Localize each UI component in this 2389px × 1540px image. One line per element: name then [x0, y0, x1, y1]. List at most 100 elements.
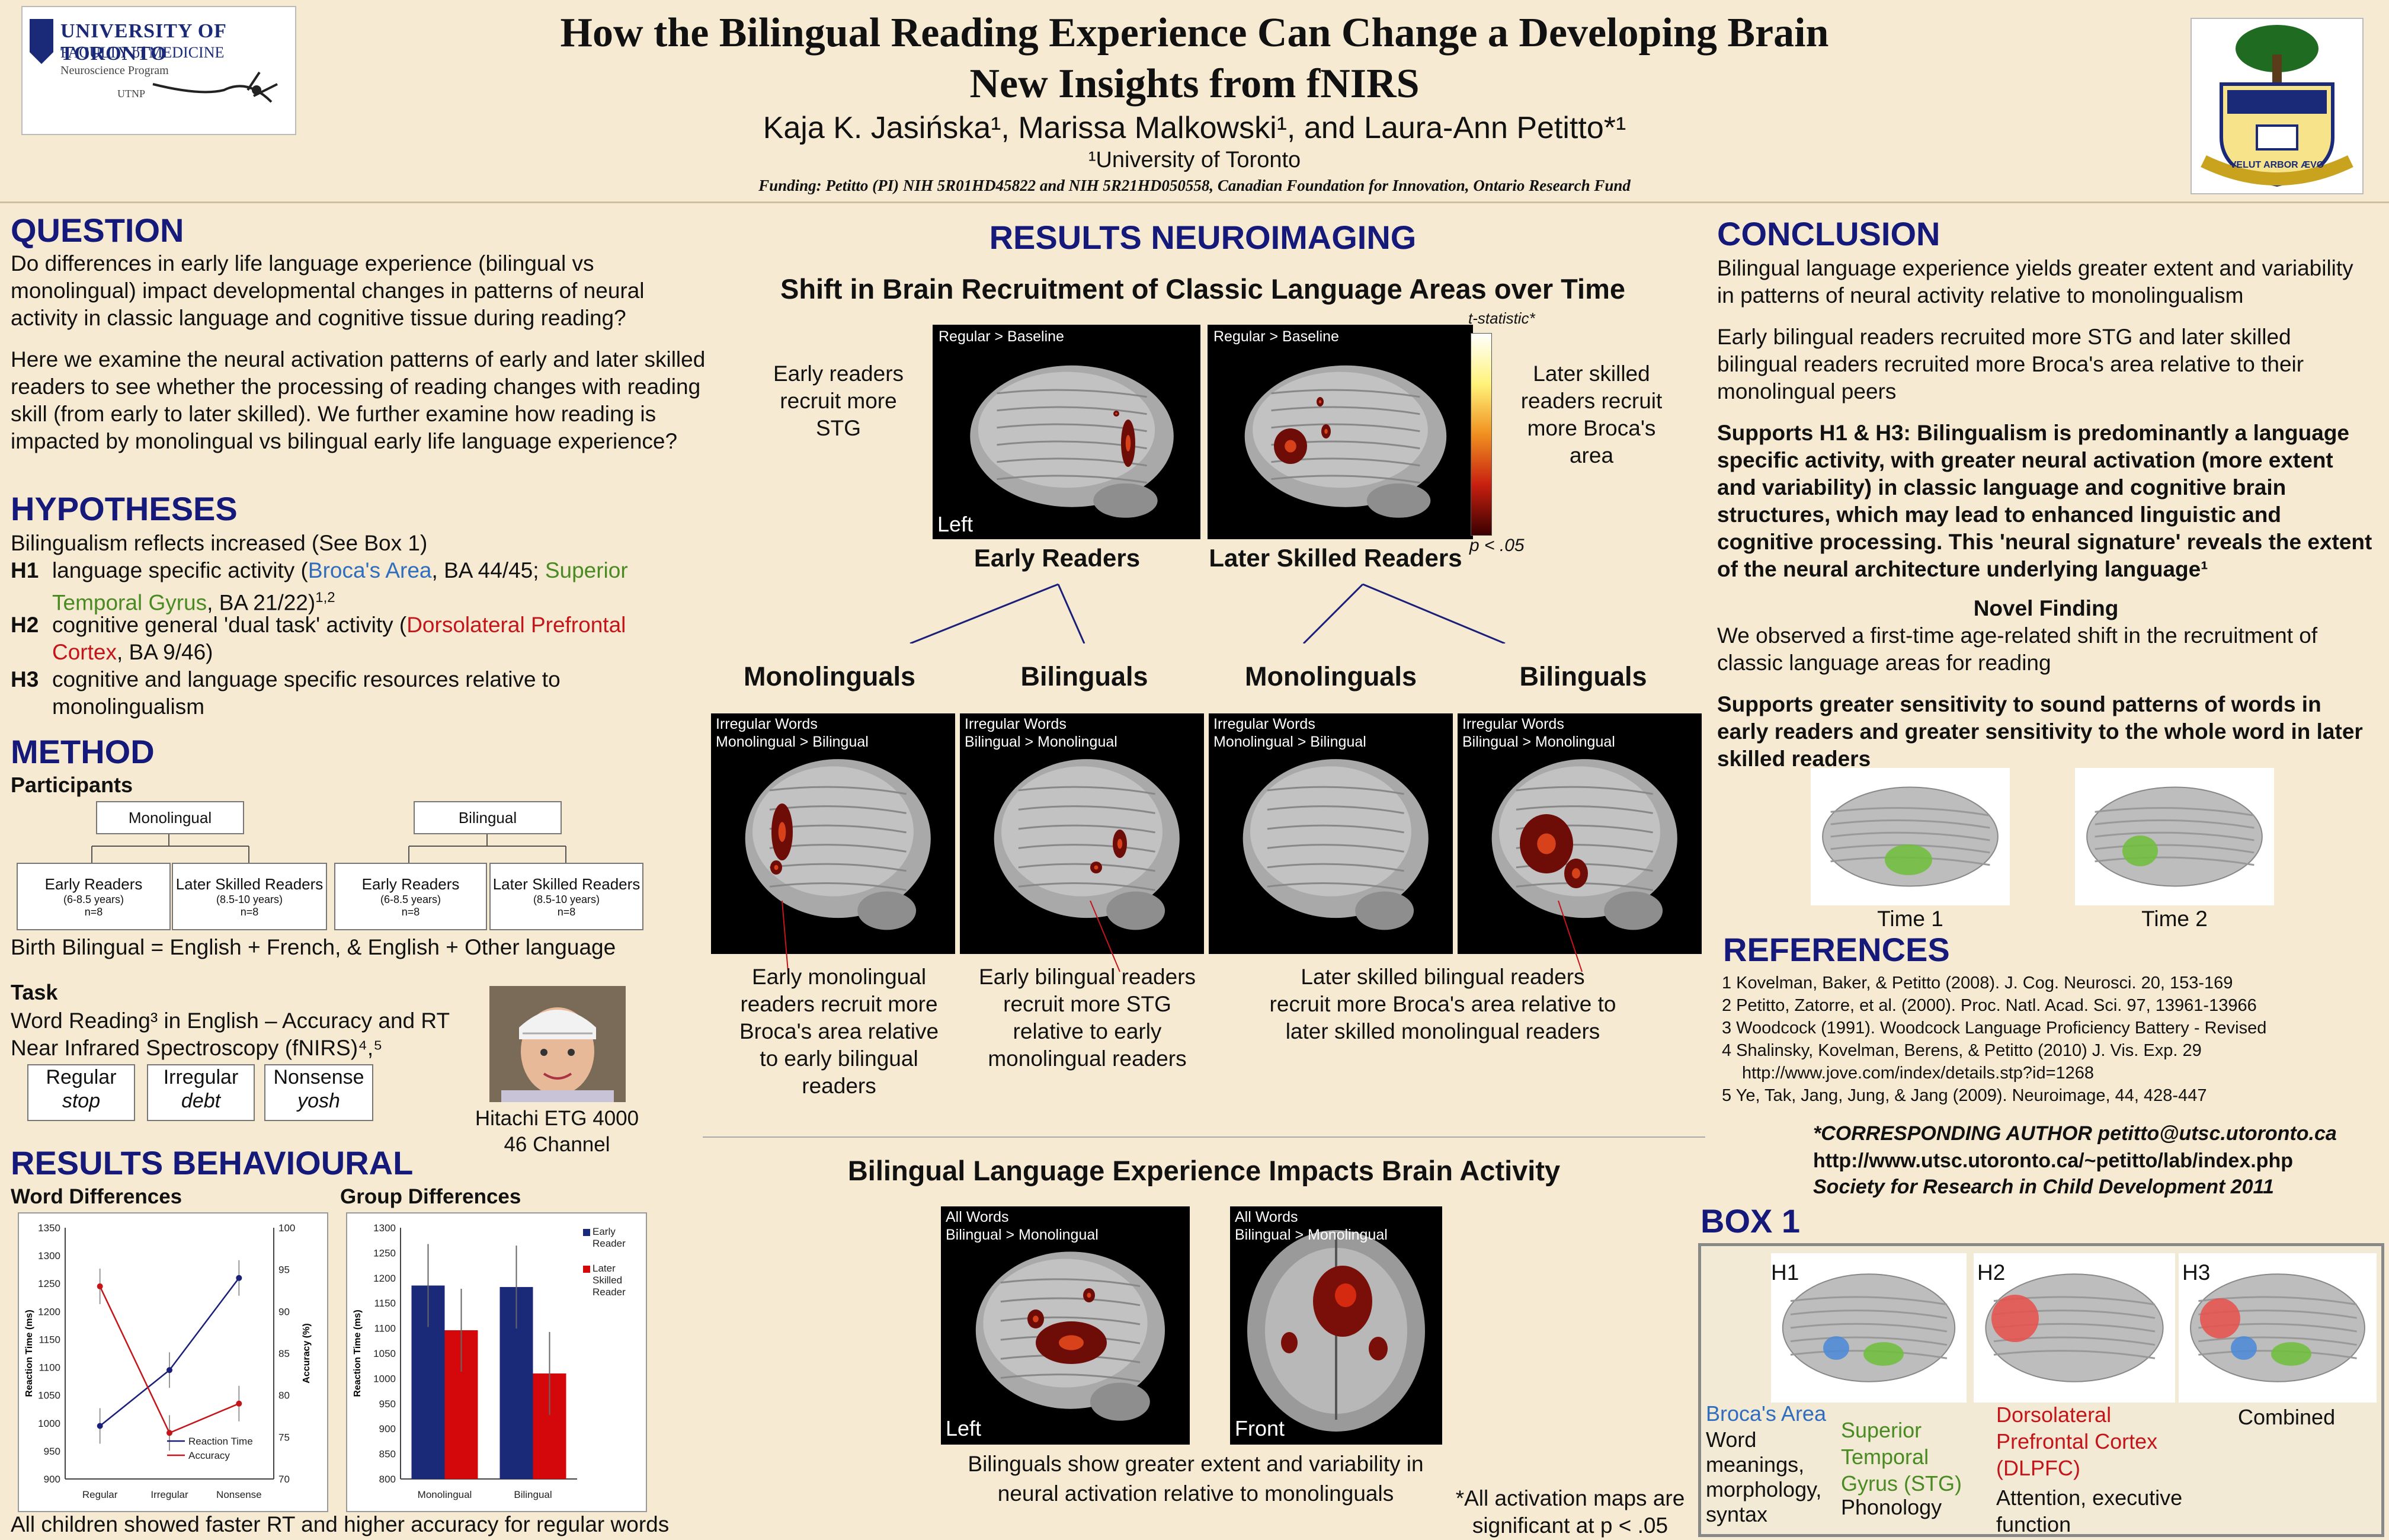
data-point: [236, 1400, 242, 1407]
brain-sulcus: [1271, 475, 1420, 484]
child-with-fnirs-cap-icon: [489, 986, 626, 1102]
activation-core: [1094, 865, 1099, 870]
h2-label: H2: [11, 613, 39, 637]
brain-sulcus: [1267, 863, 1404, 872]
box1-dlpfc-label: Dorsolateral Prefrontal Cortex (DLPFC): [1996, 1403, 2158, 1480]
brain-label-2: Bilingual > Monolingual: [946, 1227, 1099, 1243]
brain-label-1: Irregular Words: [716, 716, 818, 732]
mono-later-n: n=8: [240, 905, 259, 918]
brain-later-mono: Irregular Words Monolingual > Bilingual: [1209, 713, 1453, 954]
corresponding-author: *CORRESPONDING AUTHOR petitto@utsc.utoro…: [1813, 1122, 2337, 1145]
conclusion-heading: CONCLUSION: [1717, 215, 1940, 252]
task-line-2: Near Infrared Spectroscopy (fNIRS)⁴,⁵: [11, 1036, 383, 1060]
references-heading: REFERENCES: [1723, 931, 1950, 968]
lab-url[interactable]: http://www.utsc.utoronto.ca/~petitto/lab…: [1813, 1150, 2293, 1172]
legend-label: Skilled: [593, 1275, 622, 1286]
box1-dlpfc-desc: Attention, executive function: [1996, 1485, 2183, 1536]
series-line: [99, 1278, 240, 1427]
y-tick-label: 1000: [373, 1373, 396, 1384]
data-point: [236, 1275, 242, 1281]
box1-h2-overlay: H2: [1977, 1260, 2006, 1285]
brain-sulcus: [1000, 1316, 1141, 1326]
reference-item: 2 Petitto, Zatorre, et al. (2000). Proc.…: [1722, 996, 2257, 1015]
brain-sulcus: [2198, 1336, 2357, 1346]
caption-later-bi: Later skilled bilingual readers recruit …: [1269, 965, 1616, 1043]
legend-label: Accuracy: [188, 1450, 230, 1461]
impact-heading: Bilingual Language Experience Impacts Br…: [847, 1155, 1561, 1186]
brain-sulcus: [1000, 1297, 1141, 1307]
activation-core: [1117, 838, 1123, 849]
activation-core: [1324, 428, 1328, 434]
y-tick-label: 1150: [39, 1334, 60, 1345]
caption-early-mono: Early monolingual readers recruit more B…: [739, 965, 939, 1098]
brain-label-2: Bilingual > Monolingual: [965, 734, 1117, 750]
activation-core: [1125, 435, 1131, 452]
reference-item: 1 Kovelman, Baker, & Petitto (2008). J. …: [1722, 974, 2233, 992]
bi-later-n: n=8: [557, 905, 576, 918]
participants-heading: Participants: [11, 773, 133, 797]
activation-core: [1087, 1292, 1091, 1298]
brain-sulcus: [1790, 1296, 1948, 1306]
question-paragraph-1: Do differences in early life language ex…: [11, 251, 645, 330]
crest-motto: VELUT ARBOR ÆVO: [2230, 160, 2324, 170]
tree-arrows: [910, 583, 1506, 643]
h1-part-b: , BA 44/45;: [431, 558, 545, 582]
brain-sulcus: [997, 389, 1147, 398]
brain-sulcus: [1993, 1350, 2156, 1359]
data-point: [166, 1367, 172, 1373]
brain-left-view-icon: [1244, 365, 1447, 518]
x-tick-label: Irregular: [150, 1489, 188, 1500]
early-readers-note: Early readers recruit more STG: [773, 361, 904, 440]
h1-label: H1: [11, 558, 39, 582]
time1-label: Time 1: [1877, 907, 1943, 931]
brain-broca-stg-highlight-icon: [1782, 1273, 1956, 1382]
brain-sulcus: [1018, 824, 1155, 834]
h3-label: H3: [11, 667, 39, 691]
legend-label: Early: [593, 1226, 616, 1237]
brain-label-1: All Words: [946, 1209, 1009, 1225]
y-tick-label: 1100: [39, 1362, 60, 1373]
y-tick-label: 1350: [38, 1222, 60, 1234]
university-logo: UNIVERSITY OF TORONTO FACULTY of MEDICIN…: [21, 6, 296, 135]
header-divider: [0, 201, 2389, 203]
word-type-nonsense: Nonsense yosh: [264, 1064, 373, 1121]
y-tick-label: 1300: [373, 1222, 396, 1234]
highlight-region: [2122, 835, 2158, 866]
brain-dlpfc-highlight-icon: [1985, 1273, 2164, 1382]
brain-sulcus: [1267, 786, 1404, 795]
h1-part-c: , BA 21/22): [207, 590, 316, 615]
box1-heading: BOX 1: [1701, 1202, 1801, 1240]
brain-label-1: Irregular Words: [1462, 716, 1564, 732]
brain-cerebellum: [857, 891, 917, 930]
h1-part-a: language specific activity (: [52, 558, 308, 582]
funding: Funding: Petitto (PI) NIH 5R01HD45822 an…: [758, 177, 1631, 194]
brain-left-view-icon: [994, 759, 1180, 930]
crest-small-icon: [30, 19, 278, 103]
brain-sulcus: [1018, 786, 1155, 795]
brain-sulcus: [1018, 844, 1155, 853]
conclusion-p1: Bilingual language experience yields gre…: [1717, 256, 2353, 308]
activation-core: [778, 822, 786, 842]
brain-all-words-left: All Words Bilingual > Monolingual Left: [941, 1206, 1190, 1445]
legend-label: Later: [593, 1263, 616, 1274]
brain-left-view-icon: [1491, 759, 1677, 930]
brain-early-mono: Irregular Words Monolingual > Bilingual: [711, 713, 955, 954]
word-type-example: stop: [62, 1090, 101, 1112]
legend-label: Reaction Time: [188, 1436, 253, 1447]
reference-item: http://www.jove.com/index/details.stp?id…: [1742, 1064, 2095, 1083]
y-axis-label: Reaction Time (ms): [353, 1310, 363, 1397]
affiliation: ¹University of Toronto: [1088, 148, 1301, 172]
reference-item: 3 Woodcock (1991). Woodcock Language Pro…: [1722, 1019, 2267, 1038]
y-tick-label: 800: [379, 1474, 396, 1485]
brain-sulcus: [2095, 819, 2255, 829]
activation-core: [774, 865, 779, 870]
brain-cerebellum: [1093, 483, 1158, 518]
highlight-region: [1823, 1336, 1849, 1360]
brain-combined-highlight-icon: [2190, 1273, 2365, 1382]
activation-core: [1572, 868, 1580, 879]
conference-line: Society for Research in Child Developmen…: [1813, 1176, 2274, 1198]
y-tick-label: 1000: [38, 1418, 60, 1429]
x-tick-label: Monolingual: [418, 1489, 472, 1500]
task-heading: Task: [11, 980, 58, 1004]
